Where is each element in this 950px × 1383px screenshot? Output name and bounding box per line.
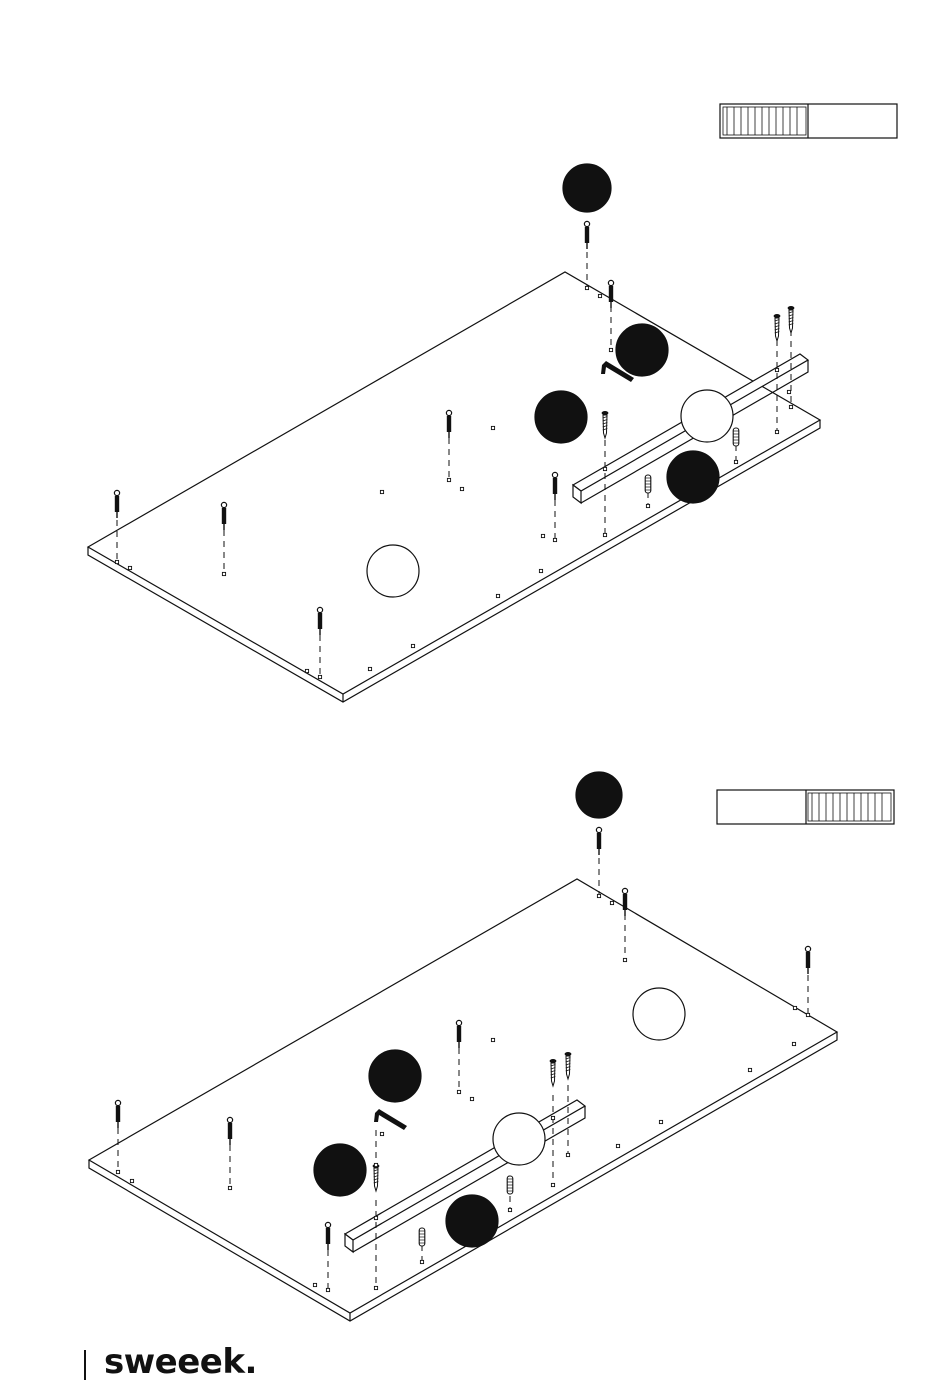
hole-mark [374,1163,377,1166]
step-b-diagram [89,772,894,1321]
step-a-callout-5 [681,390,733,442]
hole-mark [447,478,450,481]
brand-divider [84,1350,86,1380]
hole-mark [411,644,414,647]
step-b-callout-3 [314,1144,366,1196]
wood-screw-icon [774,314,781,341]
hole-mark [491,426,494,429]
hole-mark [457,1090,460,1093]
hole-mark [792,1042,795,1045]
cam-bolt-icon [805,946,810,974]
hole-mark [603,467,606,470]
hole-mark [374,1286,377,1289]
step-b-callout-6 [633,988,685,1040]
hole-mark [460,487,463,490]
hole-mark [609,348,612,351]
step-b-callout-5 [493,1113,545,1165]
hole-mark [603,533,606,536]
hole-mark [551,1183,554,1186]
wooden-dowel-icon [645,475,651,493]
hole-mark [748,1068,751,1071]
hole-mark [318,675,321,678]
hole-mark [305,669,308,672]
hole-mark [566,1153,569,1156]
hole-mark [585,286,588,289]
hole-mark [374,1216,377,1219]
hole-mark [789,405,792,408]
hole-mark [130,1179,133,1182]
hole-mark [787,390,790,393]
step-b-callout-1 [576,772,622,818]
step-a-callout-6 [367,545,419,597]
hole-mark [508,1208,511,1211]
step-b-callout-4 [446,1195,498,1247]
hole-mark [806,1013,809,1016]
wooden-dowel-icon [507,1176,513,1194]
wood-screw-icon [788,306,795,333]
cam-bolt-icon [114,490,119,518]
cam-bolt-icon [584,221,589,249]
hole-mark [326,1288,329,1291]
step-a-callout-4 [667,451,719,503]
brand-logo: sweeek. [104,1342,257,1382]
hole-mark [222,572,225,575]
hole-mark [128,566,131,569]
step-a-callout-1 [563,164,611,212]
hole-mark [496,594,499,597]
hole-mark [115,560,118,563]
hole-mark [541,534,544,537]
orientation-indicator-a [720,104,897,138]
hole-mark [623,958,626,961]
orientation-indicator-b [717,790,894,824]
wooden-dowel-icon [419,1228,425,1246]
cam-bolt-icon [596,827,601,855]
hole-mark [793,1006,796,1009]
hole-mark [116,1170,119,1173]
hole-mark [539,569,542,572]
hole-mark [470,1097,473,1100]
hole-mark [380,490,383,493]
step-a-callout-2 [616,324,668,376]
hole-mark [368,667,371,670]
step-a-callout-3 [535,391,587,443]
hole-mark [646,504,649,507]
hole-mark [610,901,613,904]
hole-mark [775,368,778,371]
cam-bolt-icon [115,1100,120,1128]
hole-mark [775,430,778,433]
hole-mark [380,1132,383,1135]
hole-mark [313,1283,316,1286]
hole-mark [734,460,737,463]
hole-mark [616,1144,619,1147]
hole-mark [597,894,600,897]
hole-mark [553,538,556,541]
hole-mark [420,1260,423,1263]
hole-mark [551,1116,554,1119]
step-b-callout-2 [369,1050,421,1102]
hole-mark [491,1038,494,1041]
panel-b [89,879,837,1321]
wooden-dowel-icon [733,428,739,446]
hole-mark [659,1120,662,1123]
hole-mark [598,294,601,297]
hole-mark [228,1186,231,1189]
step-a-diagram [88,104,897,702]
